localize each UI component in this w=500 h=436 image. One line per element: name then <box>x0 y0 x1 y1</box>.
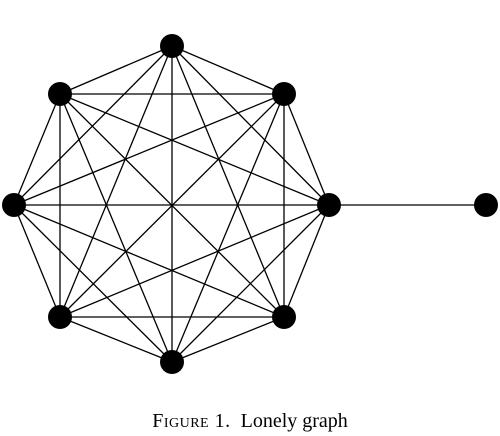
edge-v0-v7 <box>59 45 173 95</box>
graph-edges <box>13 45 486 363</box>
figure-label: Figure 1. <box>152 410 231 432</box>
edge-v3-v4 <box>171 316 285 363</box>
edge-v2-v5 <box>59 204 330 318</box>
edge-v5-v6 <box>13 204 61 318</box>
vertex-v7 <box>48 82 72 106</box>
vertex-v4 <box>160 350 184 374</box>
edge-v1-v6 <box>13 93 285 206</box>
vertex-v5 <box>48 305 72 329</box>
edge-v4-v5 <box>59 316 173 363</box>
edge-v0-v3 <box>171 45 285 318</box>
vertex-v2 <box>317 193 341 217</box>
edge-v4-v6 <box>13 204 173 363</box>
edge-v0-v6 <box>13 45 173 206</box>
lonely-graph-diagram <box>2 34 498 374</box>
vertex-v3 <box>272 305 296 329</box>
vertex-v6 <box>2 193 26 217</box>
edge-v3-v7 <box>59 93 285 318</box>
vertex-v1 <box>272 82 296 106</box>
edge-v0-v2 <box>171 45 330 206</box>
vertex-v0 <box>160 34 184 58</box>
edge-v2-v7 <box>59 93 330 206</box>
edge-v1-v2 <box>283 93 330 206</box>
figure-caption: Figure 1. Lonely graph <box>0 408 500 434</box>
edge-v1-v4 <box>171 93 285 363</box>
figure-title: Lonely graph <box>240 410 348 432</box>
graph-nodes <box>2 34 498 374</box>
edge-v4-v7 <box>59 93 173 363</box>
edge-v0-v1 <box>171 45 285 95</box>
vertex-v8 <box>474 193 498 217</box>
edge-v6-v7 <box>13 93 61 206</box>
edge-v2-v3 <box>283 204 330 318</box>
edge-v0-v5 <box>59 45 173 318</box>
edge-v3-v6 <box>13 204 285 318</box>
